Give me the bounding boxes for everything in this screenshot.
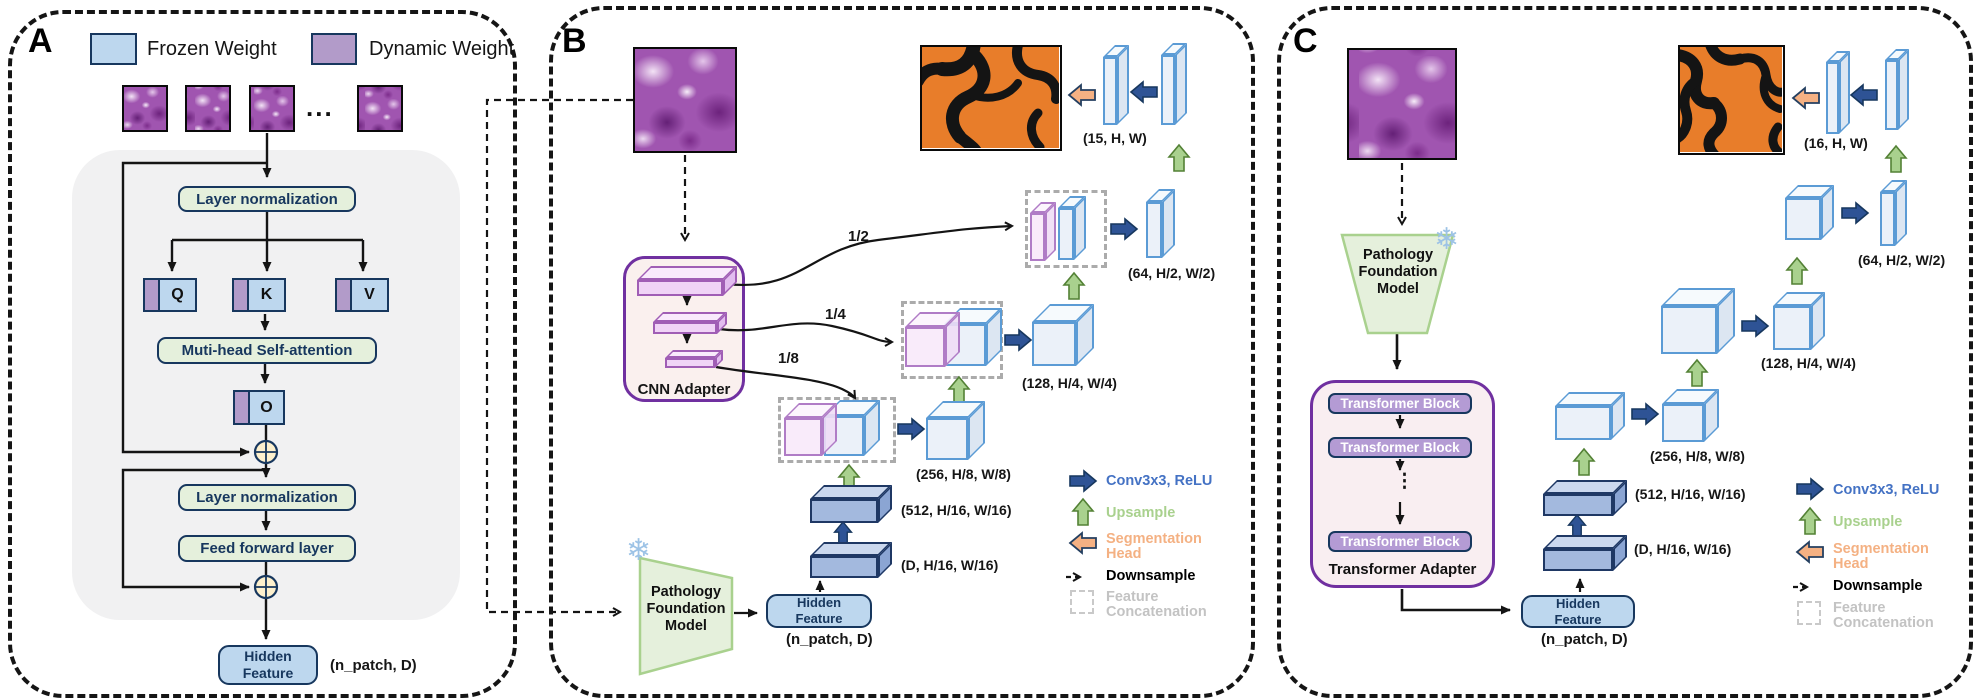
shape-label-npatch-c: (n_patch, D) <box>1541 631 1628 648</box>
shape-label-64-b: (64, H/2, W/2) <box>1128 265 1216 281</box>
q-dynamic-strip <box>143 278 158 312</box>
segmentation-mask-c-art <box>1671 37 1791 163</box>
transformer-block-3: Transformer Block <box>1328 531 1472 552</box>
shape-label-d-c: (D, H/16, W/16) <box>1634 541 1732 557</box>
dynamic-weight-label: Dynamic Weight <box>369 38 515 60</box>
shape-label-out-b: (15, H, W) <box>1083 130 1147 146</box>
legend-downsample-label-b: Downsample <box>1106 568 1196 584</box>
v-dynamic-strip <box>335 278 350 312</box>
transformer-adapter-label: Transformer Adapter <box>1328 561 1477 578</box>
legend-concat-swatch-c <box>1797 601 1821 625</box>
input-image-c <box>1347 48 1457 160</box>
shape-label-64-c: (64, H/2, W/2) <box>1858 252 1946 268</box>
k-dynamic-strip <box>232 278 247 312</box>
q-box: Q <box>143 278 197 312</box>
legend-concat-label2-b: Concatenation <box>1106 604 1207 620</box>
panel-c-label: C <box>1293 22 1318 60</box>
o-dynamic-strip <box>233 390 248 425</box>
patch-image-3 <box>249 85 295 132</box>
legend-concat-label2-c: Concatenation <box>1833 615 1934 631</box>
transformer-adapter-box <box>1310 380 1495 588</box>
legend-downsample-label-c: Downsample <box>1833 578 1923 594</box>
downsample-label-quarter: 1/4 <box>825 306 846 323</box>
shape-label-128-b: (128, H/4, W/4) <box>1022 375 1117 391</box>
hidden-feature-line1: Hidden <box>1555 595 1601 611</box>
o-box: O <box>233 390 285 425</box>
q-label: Q <box>158 278 197 312</box>
legend-concat-label1-c: Feature <box>1833 600 1886 616</box>
transformer-block-1: Transformer Block <box>1328 393 1472 414</box>
frozen-weight-label: Frozen Weight <box>147 38 277 60</box>
hidden-feature-box-c: Hidden Feature <box>1521 595 1635 628</box>
layer-norm-1-box: Layer normalization <box>178 186 356 212</box>
hidden-feature-line1: Hidden <box>244 648 292 665</box>
hidden-feature-line2: Feature <box>242 665 294 681</box>
downsample-label-half: 1/2 <box>848 228 869 245</box>
mask-veins <box>912 36 1062 161</box>
snowflake-icon: ❄ <box>1434 223 1460 256</box>
mhsa-box: Muti-head Self-attention <box>157 337 377 364</box>
hidden-feature-line2: Feature <box>795 611 843 626</box>
downsample-label-eighth: 1/8 <box>778 350 799 367</box>
legend-concat-label1-b: Feature <box>1106 589 1159 605</box>
legend-seghead-label2-c: Head <box>1833 556 1869 572</box>
v-box: V <box>335 278 389 312</box>
segmentation-mask-b-art <box>912 36 1062 161</box>
shape-label-256-b: (256, H/8, W/8) <box>916 466 1011 482</box>
shape-label-out-c: (16, H, W) <box>1804 135 1868 151</box>
o-label: O <box>248 390 285 425</box>
dynamic-weight-swatch <box>311 33 357 65</box>
shape-label-512-c: (512, H/16, W/16) <box>1635 486 1746 502</box>
legend-seghead-label1-c: Segmentation <box>1833 541 1929 557</box>
panel-c-border <box>1277 6 1973 698</box>
k-box: K <box>232 278 286 312</box>
v-label: V <box>350 278 389 312</box>
hidden-feature-box-a: Hidden Feature <box>218 645 318 685</box>
feature-concat-box-half <box>1025 190 1107 268</box>
k-label: K <box>247 278 286 312</box>
frozen-weight-swatch <box>90 33 137 65</box>
hidden-feature-line1: Hidden <box>796 595 842 611</box>
shape-label-npatch-a: (n_patch, D) <box>330 657 417 674</box>
ellipsis-dots: ... <box>306 92 334 122</box>
feed-forward-box: Feed forward layer <box>178 535 356 562</box>
hidden-feature-box-b: Hidden Feature <box>766 594 872 628</box>
snowflake-icon: ❄ <box>626 534 652 567</box>
layer-norm-2-box: Layer normalization <box>178 484 356 511</box>
patch-image-4 <box>357 85 403 132</box>
shape-label-256-c: (256, H/8, W/8) <box>1650 448 1745 464</box>
vertical-ellipsis: ⋮ <box>1395 471 1414 492</box>
shape-label-npatch-b: (n_patch, D) <box>786 631 873 648</box>
legend-upsample-label-b: Upsample <box>1106 505 1176 521</box>
segmentation-mask-c <box>1671 37 1791 163</box>
segmentation-mask-b <box>912 36 1062 161</box>
legend-seghead-label2-b: Head <box>1106 546 1142 562</box>
legend-conv-label-b: Conv3x3, ReLU <box>1106 473 1213 489</box>
panel-b-label: B <box>562 22 587 60</box>
pathology-foundation-model-label-c: Pathology Foundation Model <box>1358 247 1438 298</box>
input-image-b <box>633 47 737 153</box>
pathology-foundation-model-label-b: Pathology Foundation Model <box>646 584 726 635</box>
shape-label-128-c: (128, H/4, W/4) <box>1761 355 1856 371</box>
legend-seghead-label1-b: Segmentation <box>1106 531 1202 547</box>
panel-a-label: A <box>28 22 53 60</box>
legend-conv-label-c: Conv3x3, ReLU <box>1833 482 1940 498</box>
cnn-adapter-label: CNN Adapter <box>637 381 731 398</box>
shape-label-d-b: (D, H/16, W/16) <box>901 557 999 573</box>
shape-label-512-b: (512, H/16, W/16) <box>901 502 1012 518</box>
transformer-block-2: Transformer Block <box>1328 437 1472 458</box>
hidden-feature-line2: Feature <box>1554 611 1602 627</box>
mask-veins <box>1671 37 1791 163</box>
patch-image-2 <box>185 85 231 132</box>
legend-concat-swatch-b <box>1070 590 1094 614</box>
patch-image-1 <box>122 85 168 132</box>
legend-upsample-label-c: Upsample <box>1833 514 1903 530</box>
